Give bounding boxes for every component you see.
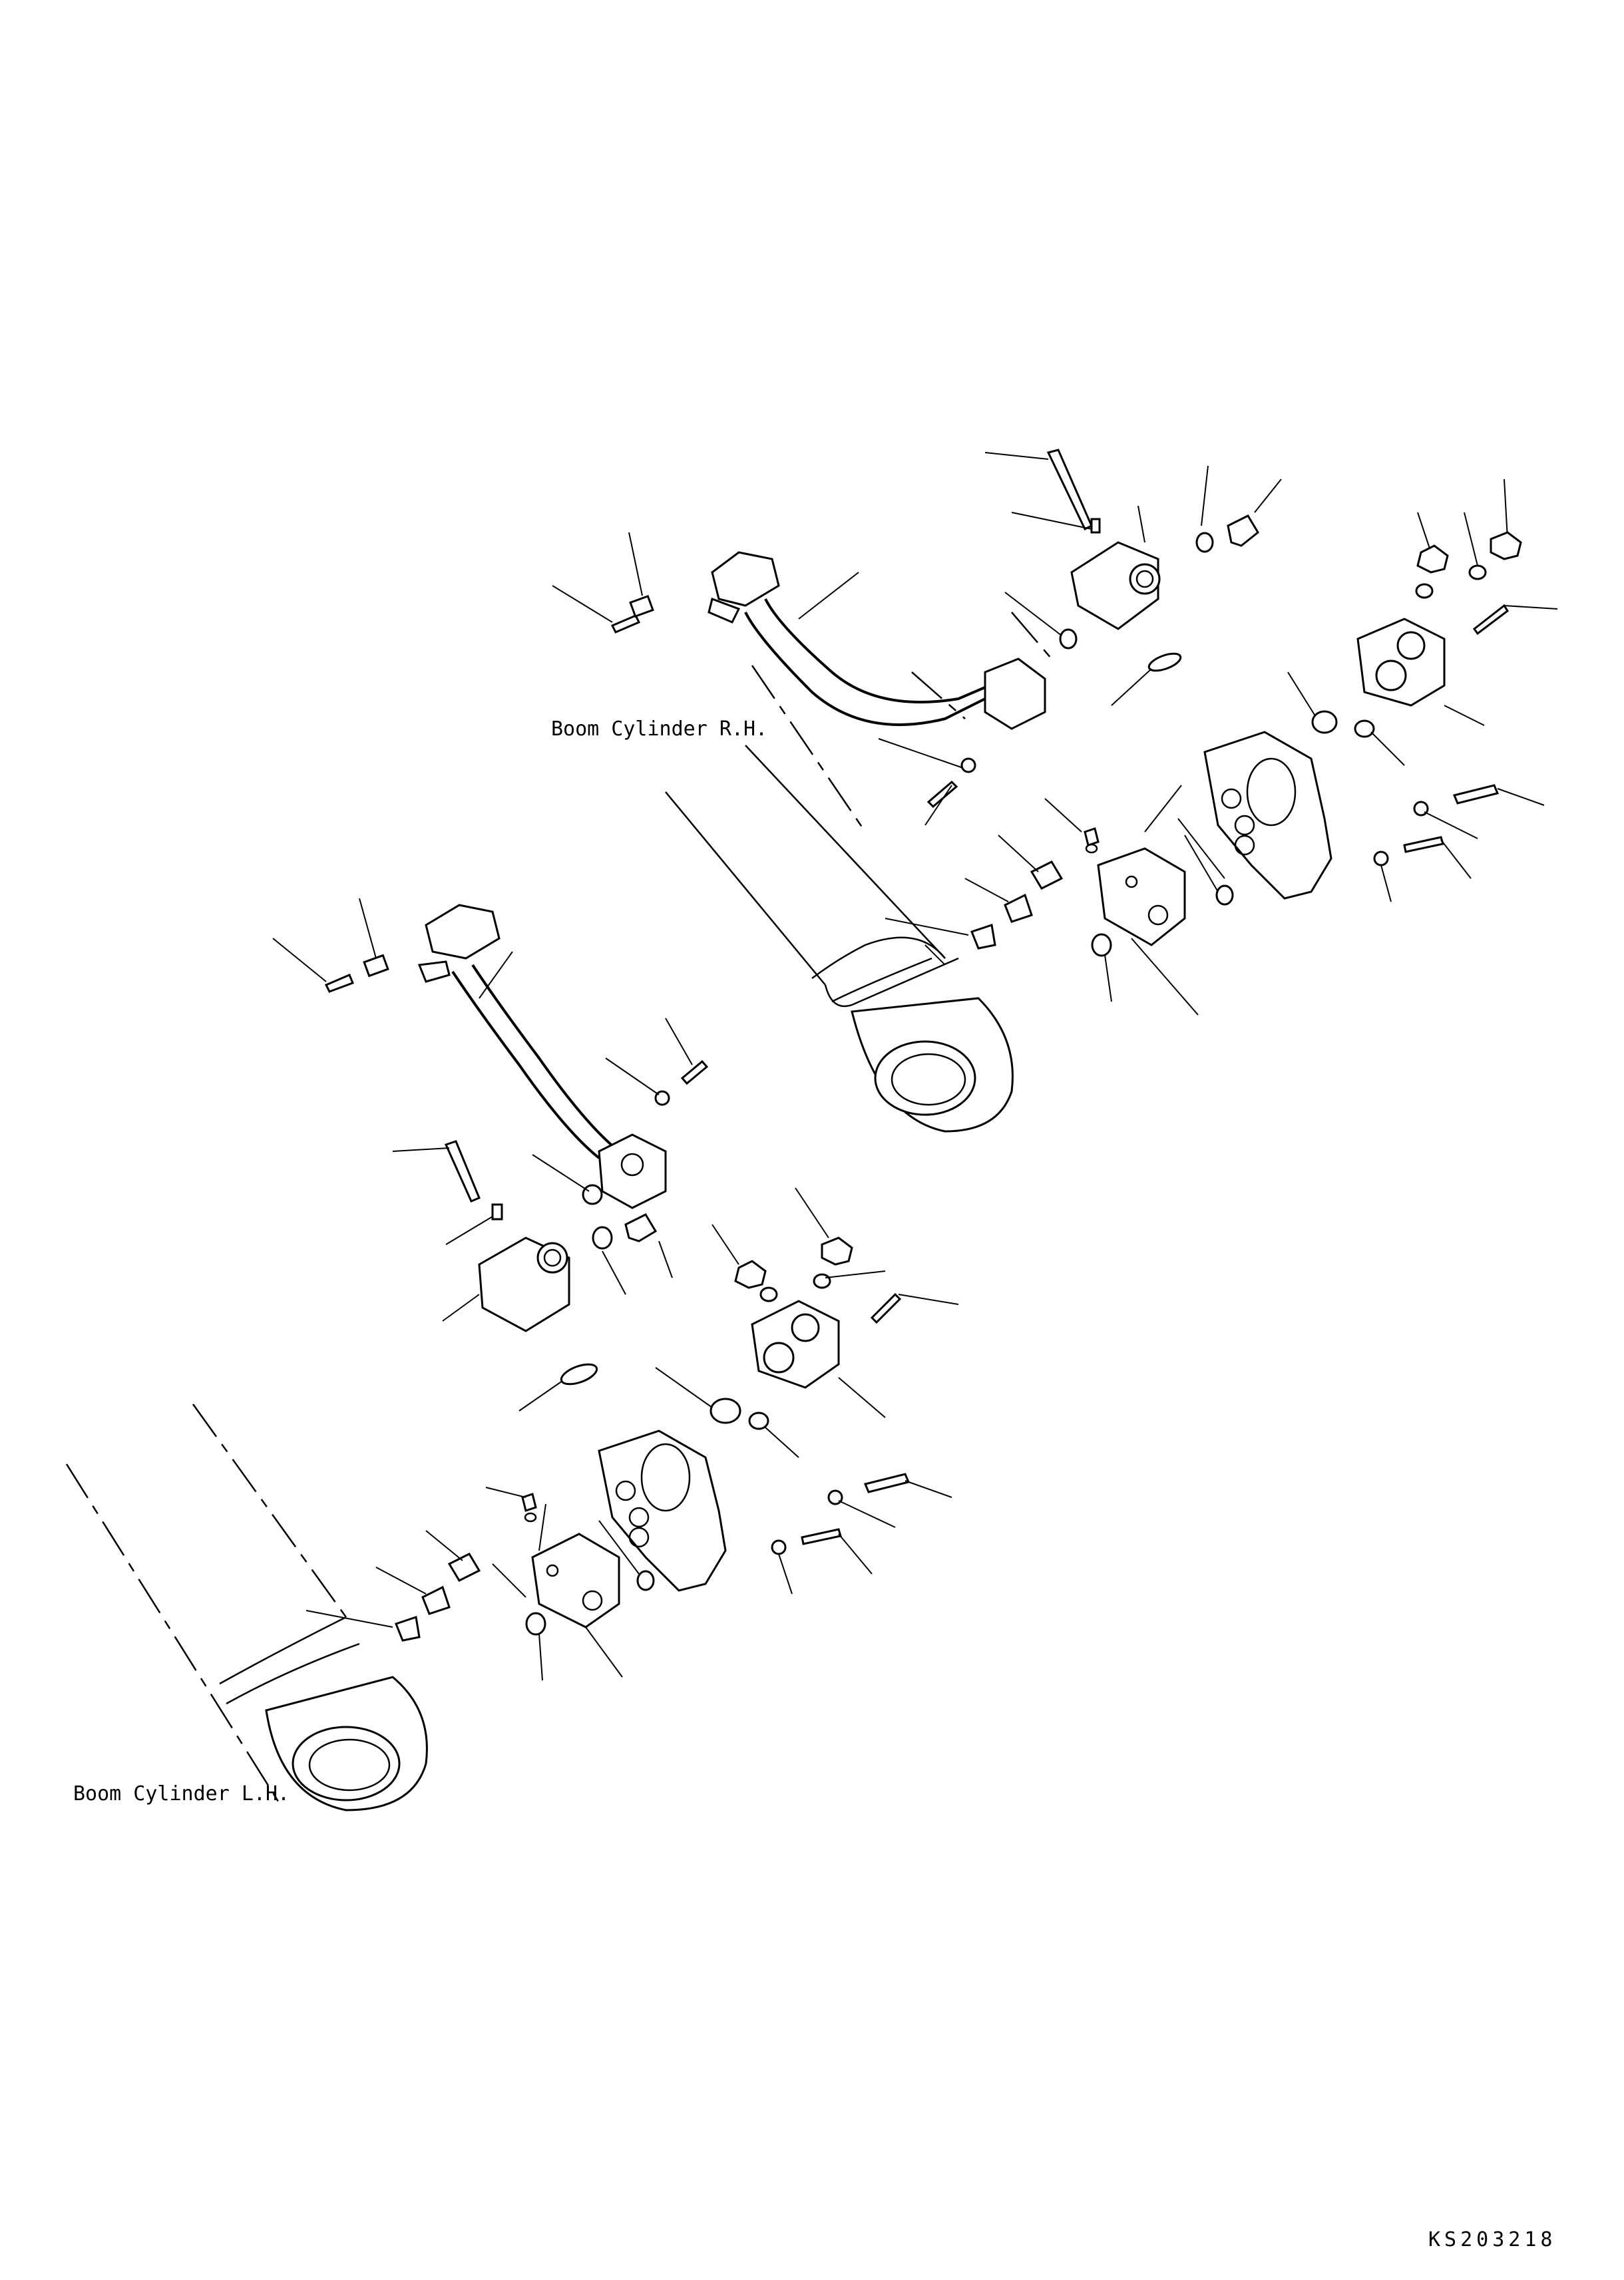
leader-line [552, 532, 859, 623]
bolt-lh-2 [863, 1473, 911, 1493]
drawing-code: KS203218 [1428, 2228, 1557, 2251]
fitting-lh-1 [447, 1553, 481, 1582]
cylinder-head-rh [1203, 731, 1332, 900]
valve-block-lower-rh [1097, 847, 1186, 946]
pipe-flange-top-lh [425, 904, 501, 960]
valve-block-lower-lh [531, 1533, 620, 1628]
boom-cylinder-lh-assembly [65, 898, 959, 1811]
plug-lh [624, 1213, 658, 1242]
centerline [751, 665, 867, 833]
pipe-rh [744, 612, 999, 726]
valve-block-right-rh [1356, 618, 1446, 707]
bolt-rh-2 [1452, 784, 1500, 805]
bolt-lh-1 [324, 974, 354, 993]
cylinder-body-rh [665, 745, 946, 986]
bolt-rh-1 [610, 614, 641, 634]
long-bolt-lh [444, 1140, 481, 1203]
fitting-rh-2 [1004, 893, 1033, 923]
boom-cylinder-rh-assembly [552, 449, 1558, 1133]
nut-rh-2 [1490, 531, 1522, 560]
pipe-flange-bottom-rh [984, 658, 1046, 730]
boom-cylinder-lh-label: Boom Cylinder L.H. [73, 1782, 290, 1805]
valve-block-top-rh [1070, 541, 1159, 630]
valve-block-right-lh [751, 1300, 840, 1389]
pipe-flange-top-rh [711, 551, 780, 607]
plug-rh [1227, 514, 1259, 547]
pipe-flange-bottom-lh [598, 1133, 667, 1209]
cylinder-body-lh [219, 1616, 347, 1685]
long-bolt-rh [1046, 449, 1093, 531]
centerline-lh [65, 1463, 281, 1804]
nut-lh-2 [821, 1236, 853, 1266]
nut-rh-1 [1416, 544, 1449, 574]
nut-lh-1 [734, 1260, 767, 1289]
fitting-lh-2 [421, 1585, 451, 1615]
boom-cylinder-rh-label: Boom Cylinder R.H. [551, 717, 768, 741]
pipe-lh [451, 970, 600, 1159]
fitting-rh-1 [1030, 860, 1064, 890]
